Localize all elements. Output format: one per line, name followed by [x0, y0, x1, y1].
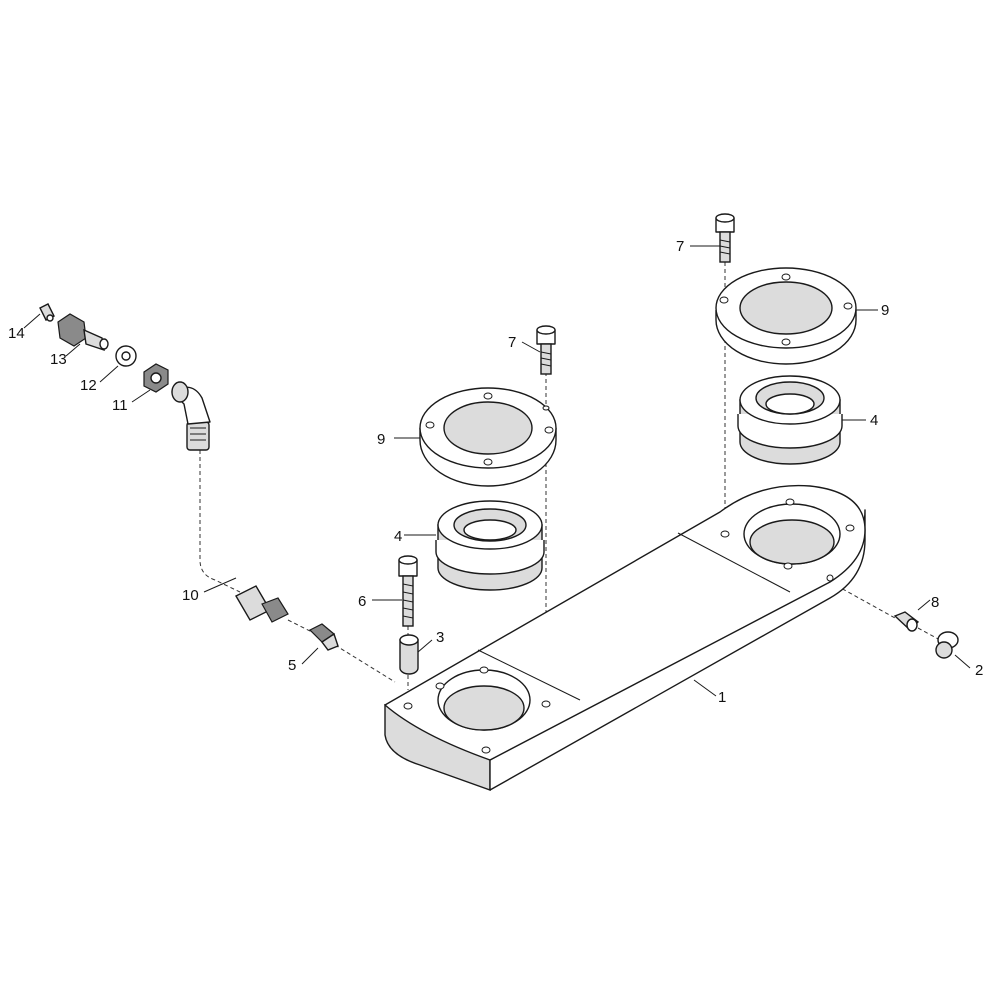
callout-11: 11	[112, 397, 128, 414]
part-7-bolt-right	[715, 213, 735, 263]
callout-4-right: 4	[870, 412, 878, 429]
callout-3: 3	[436, 629, 444, 646]
part-14-fitting	[39, 303, 55, 322]
callout-1: 1	[718, 689, 726, 706]
callout-5: 5	[288, 657, 296, 674]
callout-14: 14	[8, 325, 25, 342]
callout-4-left: 4	[394, 528, 402, 545]
callout-9-right: 9	[881, 302, 889, 319]
callout-12: 12	[80, 377, 97, 394]
part-13-adapter	[57, 313, 109, 352]
part-1-lever-plate	[384, 484, 866, 791]
part-9-flange-left	[419, 387, 557, 487]
part-7-bolt-left	[536, 325, 556, 375]
part-3-sleeve	[399, 634, 419, 675]
callout-13: 13	[50, 351, 67, 368]
part-8-fitting	[893, 611, 920, 632]
callout-10: 10	[182, 587, 199, 604]
part-5-nipple	[308, 623, 339, 651]
part-10-hose	[186, 421, 289, 623]
callouts: 1 2 3 4 4 5 6 7 7 8 9 9 10 11 12 13 14	[8, 238, 983, 706]
callout-7-left: 7	[508, 334, 516, 351]
part-6-bolt	[398, 555, 418, 627]
callout-7-right: 7	[676, 238, 684, 255]
part-12-washer	[115, 345, 137, 367]
part-2-cap	[935, 631, 959, 659]
part-4-bearing-left	[435, 500, 545, 591]
callout-6: 6	[358, 593, 366, 610]
leader-lines	[23, 245, 971, 697]
part-9-flange-right	[715, 267, 857, 365]
callout-2: 2	[975, 662, 983, 679]
part-4-bearing-right	[737, 375, 843, 465]
callout-9-left: 9	[377, 431, 385, 448]
callout-8: 8	[931, 594, 939, 611]
part-11-elbow	[143, 363, 211, 425]
